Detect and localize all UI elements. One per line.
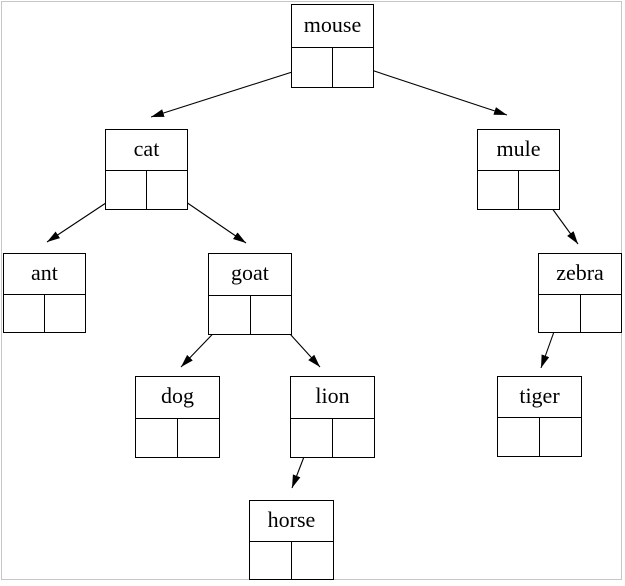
node-pointer-cells bbox=[106, 171, 187, 209]
right-pointer-cell bbox=[45, 295, 85, 333]
node-label: goat bbox=[209, 254, 291, 296]
node-pointer-cells bbox=[478, 171, 559, 209]
node-pointer-cells bbox=[136, 418, 219, 458]
node-label: cat bbox=[106, 130, 187, 171]
left-pointer-cell bbox=[4, 294, 45, 332]
node-label: zebra bbox=[539, 254, 621, 295]
left-pointer-cell bbox=[106, 171, 147, 209]
node-label: ant bbox=[4, 254, 85, 295]
left-pointer-cell bbox=[292, 47, 333, 87]
node-label: mule bbox=[478, 130, 559, 171]
edge-mouse-mule bbox=[352, 63, 508, 116]
right-pointer-cell bbox=[333, 48, 373, 88]
node-pointer-cells bbox=[498, 418, 581, 456]
tree-node-zebra: zebra bbox=[538, 253, 622, 333]
right-pointer-cell bbox=[178, 419, 219, 458]
tree-node-mouse: mouse bbox=[291, 4, 374, 88]
node-pointer-cells bbox=[250, 541, 333, 580]
right-pointer-cell bbox=[333, 419, 374, 458]
node-label: tiger bbox=[498, 377, 581, 418]
left-pointer-cell bbox=[478, 171, 519, 209]
node-pointer-cells bbox=[291, 418, 374, 458]
left-pointer-cell bbox=[250, 541, 292, 579]
left-pointer-cell bbox=[136, 418, 178, 457]
node-label: lion bbox=[291, 377, 374, 419]
tree-node-tiger: tiger bbox=[497, 376, 582, 457]
node-label: mouse bbox=[292, 5, 373, 48]
tree-node-dog: dog bbox=[135, 376, 220, 458]
left-pointer-cell bbox=[209, 295, 251, 334]
edge-mouse-cat bbox=[150, 65, 312, 118]
node-pointer-cells bbox=[539, 294, 622, 333]
right-pointer-cell bbox=[251, 296, 292, 335]
tree-node-cat: cat bbox=[105, 129, 188, 210]
node-pointer-cells bbox=[4, 294, 85, 333]
right-pointer-cell bbox=[519, 171, 559, 209]
tree-node-lion: lion bbox=[290, 376, 375, 458]
left-pointer-cell bbox=[291, 418, 333, 457]
node-pointer-cells bbox=[292, 47, 373, 88]
tree-node-ant: ant bbox=[3, 253, 86, 333]
tree-node-horse: horse bbox=[249, 500, 334, 580]
node-pointer-cells bbox=[209, 295, 292, 335]
tree-node-goat: goat bbox=[208, 253, 292, 335]
right-pointer-cell bbox=[540, 418, 581, 456]
tree-node-mule: mule bbox=[477, 129, 560, 210]
right-pointer-cell bbox=[581, 295, 622, 333]
right-pointer-cell bbox=[147, 171, 187, 209]
node-label: horse bbox=[250, 501, 333, 542]
left-pointer-cell bbox=[498, 418, 540, 456]
node-label: dog bbox=[136, 377, 219, 419]
right-pointer-cell bbox=[292, 542, 333, 580]
left-pointer-cell bbox=[539, 294, 581, 332]
